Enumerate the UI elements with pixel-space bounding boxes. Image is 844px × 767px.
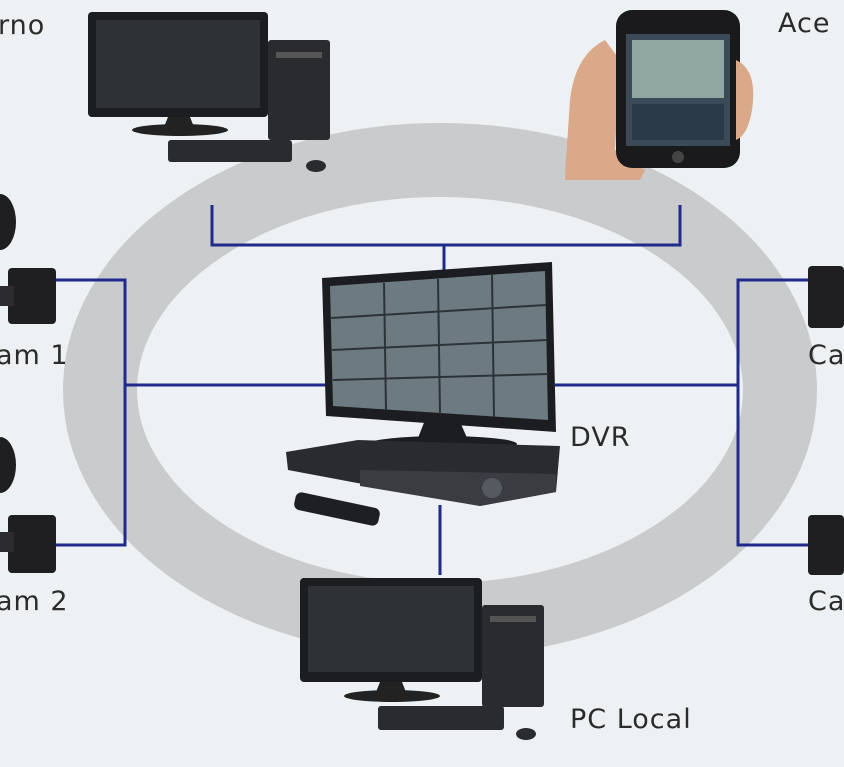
label-remote-pc: rno [0,10,45,41]
remote-pc-keyboard [168,140,292,162]
phone-screen-video [632,40,724,98]
local-pc-screen [308,586,474,672]
local-pc-keyboard [378,706,504,730]
camera-4 [808,515,844,575]
local-pc-base [344,690,440,702]
label-cam-2: am 2 [0,586,69,617]
phone-screen-controls [632,104,724,140]
label-pc-local: PC Local [570,704,692,735]
dvr-jog-dial [482,478,502,498]
camera-1-arm [0,286,14,306]
remote-pc-tower-bay [276,52,322,58]
camera-2-arm [0,532,14,552]
camera-3-mount [808,266,844,328]
label-dvr: DVR [570,422,631,453]
remote-pc-mouse [306,160,326,172]
label-cam-4: Ca [808,586,844,617]
camera-4-mount [808,515,844,575]
remote-pc-base [132,124,228,136]
local-pc-mouse [516,728,536,740]
camera-3 [808,266,844,328]
label-mobile-access: Ace [778,8,830,39]
camera-2-mount [8,515,56,573]
local-pc-tower-bay [490,616,536,622]
label-cam-1: am 1 [0,340,69,371]
phone-home-button [672,151,684,163]
remote-pc-screen [96,20,260,108]
camera-1-mount [8,268,56,324]
label-cam-3: Ca [808,340,844,371]
